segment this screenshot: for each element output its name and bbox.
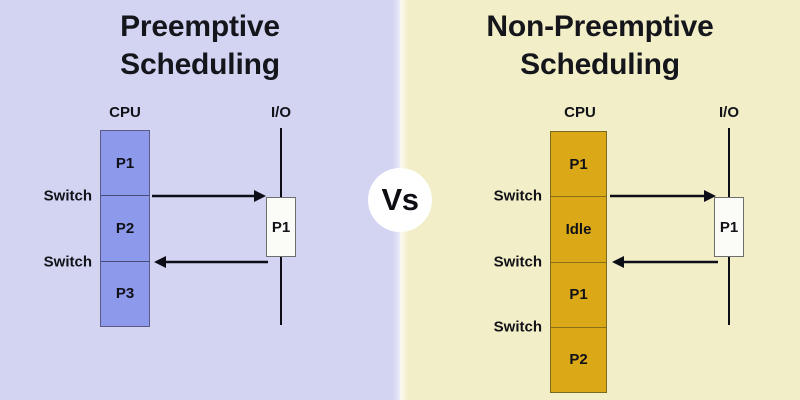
- right-io-to-cpu-arrow: [610, 255, 718, 269]
- right-cpu-to-io-arrow: [610, 189, 718, 203]
- left-cpu-header: CPU: [109, 104, 141, 121]
- right-cpu-block-3: P1: [551, 263, 606, 328]
- non-preemptive-scheduling-panel: Non-Preemptive Scheduling CPU P1 Idle P1…: [400, 0, 800, 400]
- right-cpu-column: P1 Idle P1 P2: [550, 131, 607, 393]
- right-switch-label-3: Switch: [493, 318, 542, 336]
- right-switch-label-2: Switch: [493, 253, 542, 271]
- left-io-block-1: P1: [266, 197, 296, 257]
- left-switch-label-1: Switch: [43, 187, 92, 205]
- right-io-block-1: P1: [714, 197, 744, 257]
- right-io-header: I/O: [718, 104, 739, 121]
- preemptive-scheduling-panel: Preemptive Scheduling CPU P1 P2 P3 Switc…: [0, 0, 400, 400]
- right-switch-label-1: Switch: [493, 187, 542, 205]
- left-switch-label-2: Switch: [43, 253, 92, 271]
- left-cpu-column: P1 P2 P3: [100, 130, 150, 327]
- right-cpu-header: CPU: [564, 104, 596, 121]
- left-cpu-block-1: P1: [101, 131, 149, 197]
- non-preemptive-panel-title: Non-Preemptive Scheduling: [486, 10, 714, 82]
- left-io-header: I/O: [270, 104, 291, 121]
- left-io-to-cpu-arrow: [152, 255, 268, 269]
- left-cpu-to-io-arrow: [152, 189, 268, 203]
- vs-badge: Vs: [368, 168, 432, 232]
- right-cpu-block-1: P1: [551, 132, 606, 198]
- right-cpu-block-2: Idle: [551, 197, 606, 263]
- right-cpu-block-4: P2: [569, 351, 588, 369]
- left-cpu-block-2: P2: [101, 196, 149, 262]
- preemptive-panel-title: Preemptive Scheduling: [120, 10, 280, 82]
- left-cpu-block-3: P3: [115, 285, 135, 303]
